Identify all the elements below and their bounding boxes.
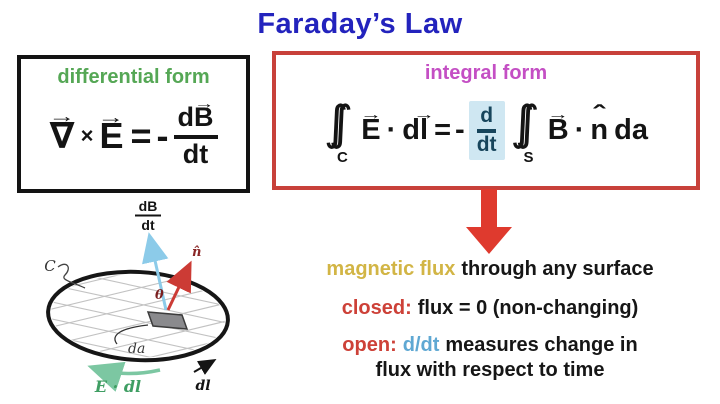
svg-text:dt: dt (141, 217, 155, 233)
normal-label: n̂ (192, 245, 201, 260)
svg-text:dB: dB (139, 198, 158, 214)
differential-equation: ∇→ × E→ = - dB→ dt (48, 89, 218, 189)
dl-label: dl (195, 378, 210, 394)
cross-product-sign: × (80, 123, 94, 148)
area-pointer (114, 324, 149, 345)
down-arrow-head (466, 227, 512, 254)
minus-sign: - (156, 115, 169, 156)
d-dt-highlighted-fraction: d dt (468, 100, 505, 161)
page-title: Faraday’s Law (257, 8, 463, 40)
db-dt-fraction: dB→ dt (173, 97, 218, 169)
dot-operator: · (574, 114, 585, 146)
loop-curve (46, 269, 230, 363)
area-label: da (128, 341, 145, 357)
e-field-vector: E→ (97, 106, 125, 156)
equals-sign: = (434, 114, 452, 146)
surface-loop-diagram: dB dt n̂ θ C da E · dl dl (44, 198, 230, 396)
contour-double-integral: ∫∫C (324, 96, 354, 166)
flux-line-closed: closed:flux = 0 (non-changing) (272, 297, 708, 320)
area-element: da (614, 114, 648, 146)
curve-pointer (57, 263, 86, 289)
closed-label: closed: (341, 297, 412, 319)
integral-form-label: integral form (424, 62, 548, 84)
differential-form-label: differential form (57, 66, 210, 88)
b-field-vector: B→ (547, 106, 570, 146)
normal-arrow (166, 260, 192, 311)
down-arrow-stem (481, 189, 497, 228)
dot-operator: · (386, 114, 397, 146)
ddt-text: d/dt (402, 334, 440, 356)
flux-line-open-2: flux with respect to time (375, 359, 605, 381)
differential-form-box: differential form ∇→ × E→ = - dB→ dt (17, 55, 250, 193)
dbdt-arrow (142, 232, 169, 311)
dl-arrow (193, 358, 217, 375)
curve-label: C (44, 257, 56, 275)
open-text-1: measures change in (445, 334, 638, 356)
e-field-vector: E→ (360, 106, 382, 146)
equals-sign: = (130, 115, 152, 156)
closed-text: flux = 0 (non-changing) (417, 297, 639, 319)
area-element-patch (146, 311, 189, 330)
open-label: open: (342, 334, 397, 356)
minus-sign: - (455, 114, 465, 146)
emf-arrow (87, 361, 161, 392)
theta-label: θ (155, 288, 164, 303)
surface-text: through any surface (461, 258, 654, 280)
emf-label: E · dl (94, 377, 141, 396)
nabla-vector: ∇→ (48, 106, 76, 157)
magnetic-flux-text: magnetic flux (326, 258, 456, 280)
surface-double-integral: ∫∫S (510, 96, 540, 166)
dbdt-label: dB dt (135, 198, 161, 233)
